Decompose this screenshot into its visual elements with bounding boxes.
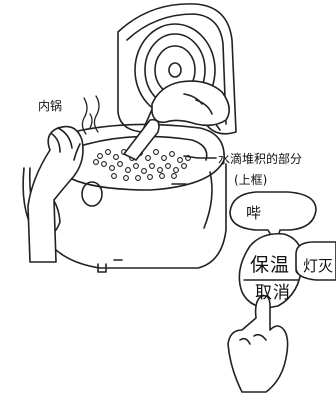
steam-icon — [81, 95, 100, 135]
beep-label: 哔 — [246, 204, 262, 222]
rice — [93, 149, 191, 181]
lamp-bubble — [295, 241, 336, 281]
leader-line — [183, 155, 199, 159]
finger-icon — [227, 294, 289, 393]
beep-bubble — [229, 191, 317, 245]
inner-pot-label: 内锅 — [38, 99, 63, 113]
keep-warm-cancel-button[interactable] — [238, 232, 305, 309]
cancel-label: 取消 — [255, 283, 291, 303]
left-hand-icon — [27, 125, 84, 263]
upper-frame-label: (上框) — [234, 173, 268, 187]
lamp-off-label: 灯灭 — [303, 257, 334, 275]
right-hand-icon — [123, 80, 230, 161]
keep-warm-label: 保温 — [250, 254, 291, 276]
water-collect-label: 水滴堆积的部分 — [218, 152, 303, 166]
